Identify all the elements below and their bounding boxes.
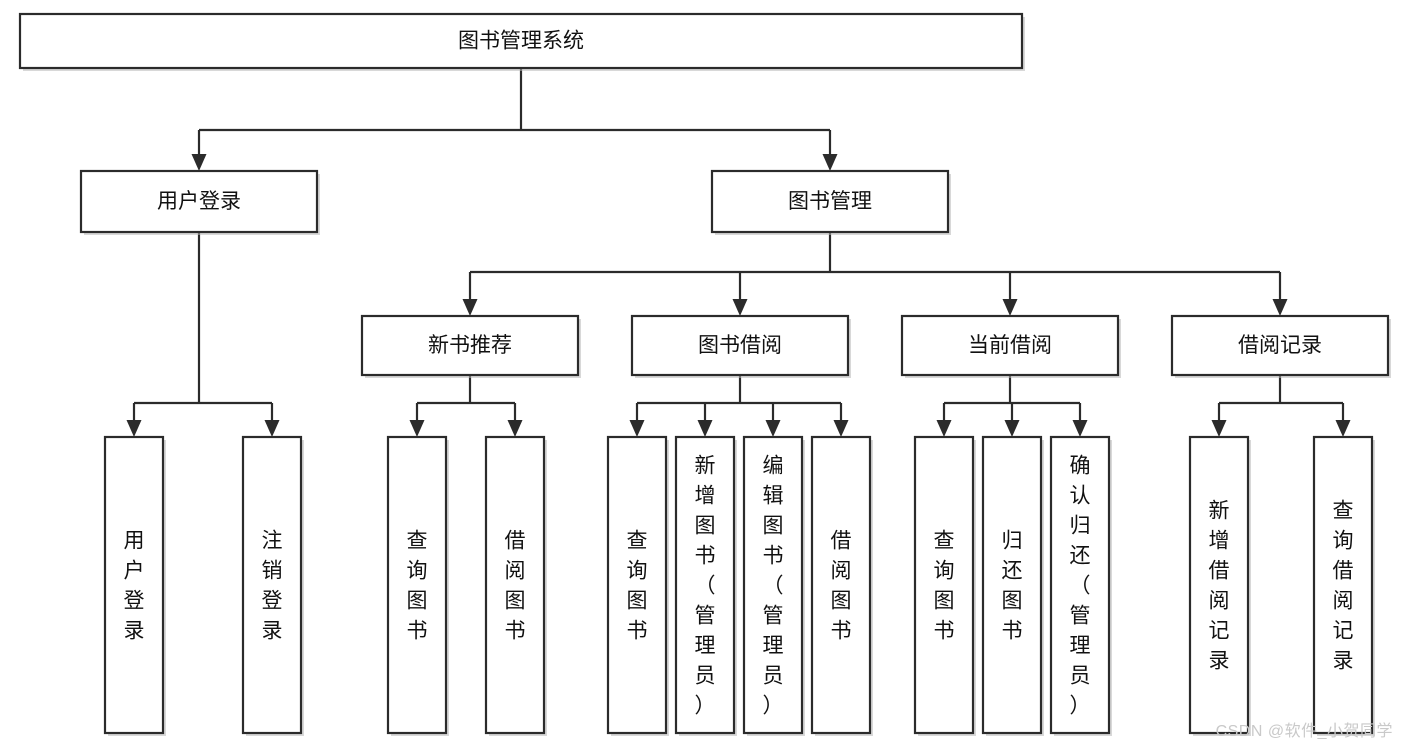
arrow-head-icon	[1272, 299, 1288, 316]
node-label: 当前借阅	[968, 334, 1052, 357]
node-rect[interactable]	[913, 435, 975, 735]
connector-group-book-borrow-to-leaves	[629, 375, 849, 437]
node-new-book-recommend[interactable]: 新书推荐	[360, 314, 581, 378]
node-leaf-user-login[interactable]: 用户登录	[103, 435, 166, 736]
arrow-head-icon	[822, 154, 838, 171]
node-rect[interactable]	[386, 435, 448, 735]
node-rect[interactable]	[1049, 435, 1111, 735]
node-rect[interactable]	[900, 314, 1120, 377]
node-current-borrow[interactable]: 当前借阅	[900, 314, 1121, 378]
node-rect[interactable]	[360, 314, 580, 377]
arrow-head-icon	[629, 420, 645, 437]
node-book-management[interactable]: 图书管理	[710, 169, 951, 235]
node-leaf-query-book-current[interactable]: 查询图书	[913, 435, 976, 736]
node-user-login[interactable]: 用户登录	[79, 169, 320, 235]
arrow-head-icon	[1335, 420, 1351, 437]
arrow-head-icon	[1002, 299, 1018, 316]
node-leaf-confirm-return-admin[interactable]: 确认归还（管理员）	[1049, 435, 1112, 736]
arrow-head-icon	[191, 154, 207, 171]
arrow-head-icon	[833, 420, 849, 437]
node-borrow-records[interactable]: 借阅记录	[1170, 314, 1391, 378]
node-label: 用户登录	[157, 190, 241, 213]
node-leaf-add-book-admin[interactable]: 新增图书（管理员）	[674, 435, 737, 736]
node-rect[interactable]	[981, 435, 1043, 735]
node-rect[interactable]	[241, 435, 303, 735]
arrow-head-icon	[264, 420, 280, 437]
arrow-head-icon	[936, 420, 952, 437]
node-rect[interactable]	[630, 314, 850, 377]
arrow-head-icon	[462, 299, 478, 316]
arrow-head-icon	[409, 420, 425, 437]
node-rect[interactable]	[1312, 435, 1374, 735]
node-rect[interactable]	[79, 169, 319, 234]
node-label: 编辑图书（管理员）	[763, 455, 784, 718]
node-rect[interactable]	[742, 435, 804, 735]
node-root-图书管理系统[interactable]: 图书管理系统	[18, 12, 1025, 71]
connector-group-current-borrow-to-leaves	[936, 375, 1088, 437]
node-leaf-borrow-book[interactable]: 借阅图书	[810, 435, 873, 736]
arrow-head-icon	[765, 420, 781, 437]
node-label: 注销登录	[262, 530, 283, 643]
node-leaf-query-borrow-record[interactable]: 查询借阅记录	[1312, 435, 1375, 736]
node-leaf-borrow-book-recommend[interactable]: 借阅图书	[484, 435, 547, 736]
node-book-borrow[interactable]: 图书借阅	[630, 314, 851, 378]
connector-group-borrow-records-to-leaves	[1211, 375, 1351, 437]
connector-group-book-management-to-level2	[462, 232, 1288, 316]
node-leaf-edit-book-admin[interactable]: 编辑图书（管理员）	[742, 435, 805, 736]
csdn-watermark: CSDN @软件_小贺同学	[1215, 723, 1393, 740]
node-label: 借阅图书	[505, 530, 526, 643]
node-leaf-add-borrow-record[interactable]: 新增借阅记录	[1188, 435, 1251, 736]
node-label: 查询图书	[934, 530, 955, 643]
node-leaf-logout-login[interactable]: 注销登录	[241, 435, 304, 736]
node-label: 借阅记录	[1238, 334, 1322, 357]
node-label: 查询借阅记录	[1333, 500, 1354, 673]
node-label: 图书管理系统	[458, 30, 584, 53]
node-rect[interactable]	[710, 169, 950, 234]
arrow-head-icon	[126, 420, 142, 437]
node-label: 图书借阅	[698, 334, 782, 357]
node-label: 归还图书	[1002, 530, 1023, 643]
node-label: 用户登录	[124, 530, 145, 643]
node-rect[interactable]	[1188, 435, 1250, 735]
node-rect[interactable]	[484, 435, 546, 735]
connectors-layer	[126, 68, 1351, 437]
node-rect[interactable]	[606, 435, 668, 735]
node-label: 图书管理	[788, 190, 872, 213]
node-rect[interactable]	[810, 435, 872, 735]
connector-group-user-login-to-leaves	[126, 232, 280, 437]
node-label: 查询图书	[627, 530, 648, 643]
node-leaf-return-book[interactable]: 归还图书	[981, 435, 1044, 736]
nodes-layer: 图书管理系统用户登录图书管理新书推荐图书借阅当前借阅借阅记录用户登录注销登录查询…	[18, 12, 1391, 736]
node-rect[interactable]	[18, 12, 1024, 70]
node-label: 新书推荐	[428, 334, 512, 357]
node-rect[interactable]	[674, 435, 736, 735]
connector-group-new-book-recommend-to-leaves	[409, 375, 523, 437]
arrow-head-icon	[1004, 420, 1020, 437]
node-label: 借阅图书	[831, 530, 852, 643]
node-label: 确认归还（管理员）	[1070, 455, 1091, 718]
node-leaf-query-book-borrow[interactable]: 查询图书	[606, 435, 669, 736]
node-rect[interactable]	[103, 435, 165, 735]
node-label: 新增图书（管理员）	[695, 455, 716, 718]
node-label: 新增借阅记录	[1209, 500, 1230, 673]
arrow-head-icon	[732, 299, 748, 316]
arrow-head-icon	[1211, 420, 1227, 437]
arrow-head-icon	[697, 420, 713, 437]
arrow-head-icon	[1072, 420, 1088, 437]
node-leaf-query-book-recommend[interactable]: 查询图书	[386, 435, 449, 736]
node-rect[interactable]	[1170, 314, 1390, 377]
node-label: 查询图书	[407, 530, 428, 643]
arrow-head-icon	[507, 420, 523, 437]
connector-group-root-to-level1	[191, 68, 838, 171]
